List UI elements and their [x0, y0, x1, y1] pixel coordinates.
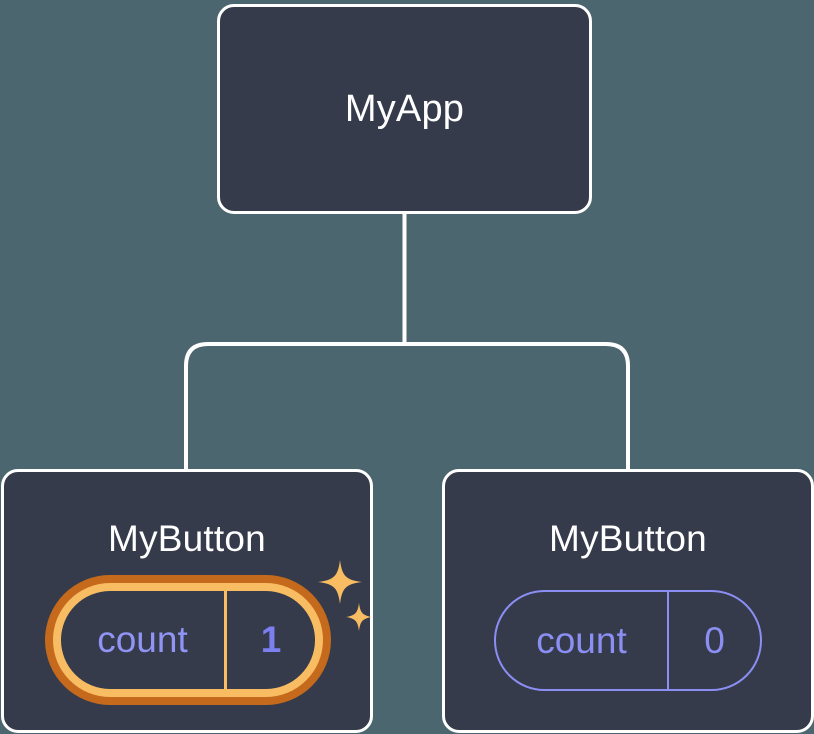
- state-pill-left[interactable]: count 1: [61, 591, 315, 689]
- state-pill-left-key: count: [97, 619, 188, 660]
- state-pill-left-wrapper: count 1: [45, 575, 331, 705]
- node-myapp[interactable]: MyApp: [217, 4, 592, 214]
- node-mybutton-left[interactable]: MyButton count 1: [1, 469, 373, 733]
- state-pill-left-value: 1: [260, 619, 282, 660]
- node-mybutton-left-label: MyButton: [108, 518, 266, 559]
- state-pill-right-divider: [667, 592, 669, 689]
- state-pill-left-divider: [224, 591, 227, 689]
- state-pill-left-highlight-ring[interactable]: count 1: [45, 575, 331, 705]
- state-pill-right[interactable]: count 0: [494, 590, 762, 691]
- state-pill-right-key: count: [536, 619, 627, 661]
- state-pill-right-value: 0: [704, 619, 725, 661]
- state-pill-right-wrapper: count 0: [494, 590, 762, 691]
- node-mybutton-right-label: MyButton: [549, 518, 707, 559]
- connector-child-bracket: [184, 342, 630, 470]
- state-pill-left-inner-ring: count 1: [53, 583, 323, 697]
- node-mybutton-right[interactable]: MyButton count 0: [442, 469, 814, 733]
- node-myapp-label: MyApp: [344, 88, 465, 130]
